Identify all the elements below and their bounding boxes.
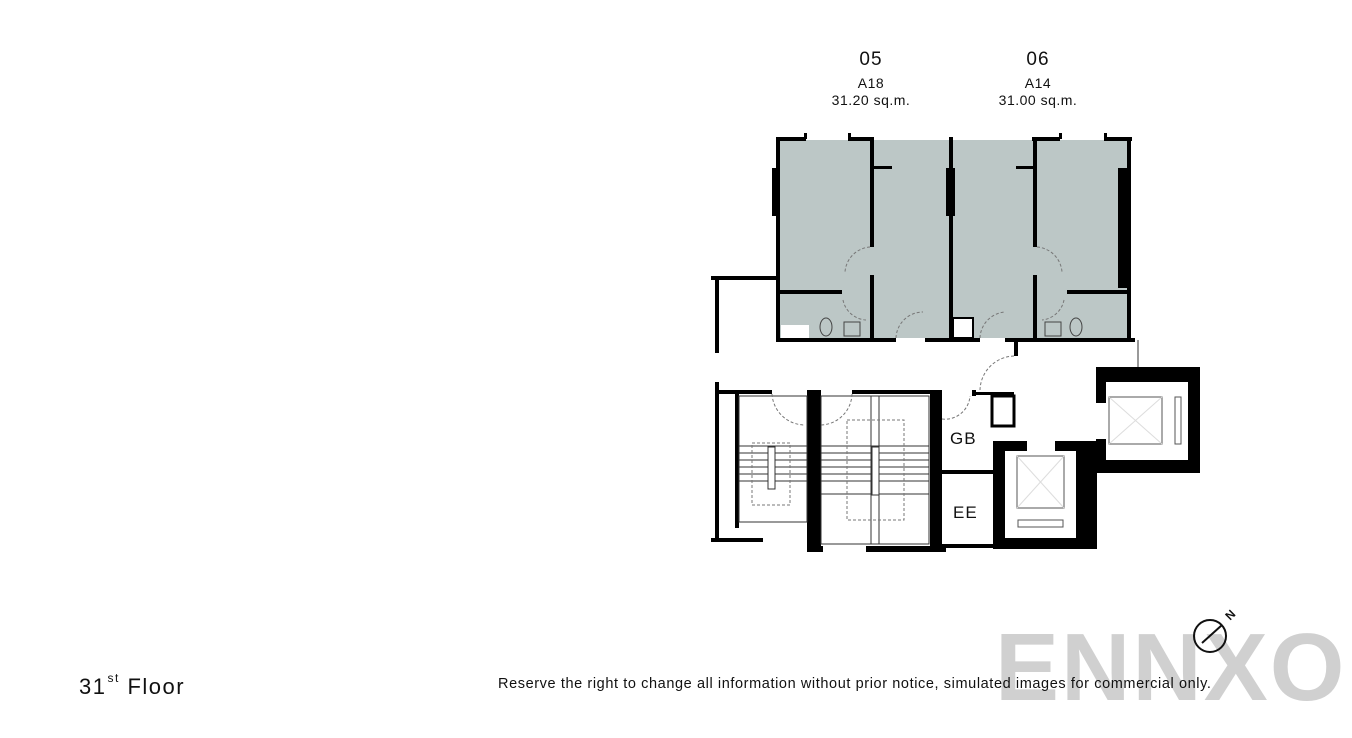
unit-number: 05 [859,49,883,70]
floor-number: 31 [79,674,107,699]
floor-label: Floor [127,674,186,699]
unit-type: A18 [857,75,885,91]
room-label-gb: GB [950,429,977,448]
floor-title: 31st Floor [79,670,186,700]
unit-06[interactable] [951,140,1128,338]
floor-suffix: st [107,670,120,685]
door-swings [771,246,1065,426]
north-arrow-icon [1193,619,1227,653]
room-label-ee: EE [953,503,978,522]
unit-area: 31.00 sq.m. [998,92,1078,108]
compass: N [1190,607,1240,663]
unit-area: 31.20 sq.m. [831,92,911,108]
unit-number: 06 [1026,49,1050,70]
unit-06-label[interactable]: 06 A14 31.00 sq.m. [968,49,1108,109]
unit-type: A14 [1024,75,1052,91]
staircase-2 [820,395,930,545]
bathroom-fixtures [819,317,1083,337]
disclaimer-text: Reserve the right to change all informat… [498,676,1212,692]
unit-05-label[interactable]: 05 A18 31.20 sq.m. [801,49,941,109]
staircase-1 [738,395,808,523]
unit-05[interactable] [779,140,951,338]
watermark: ENNXO [995,614,1347,721]
